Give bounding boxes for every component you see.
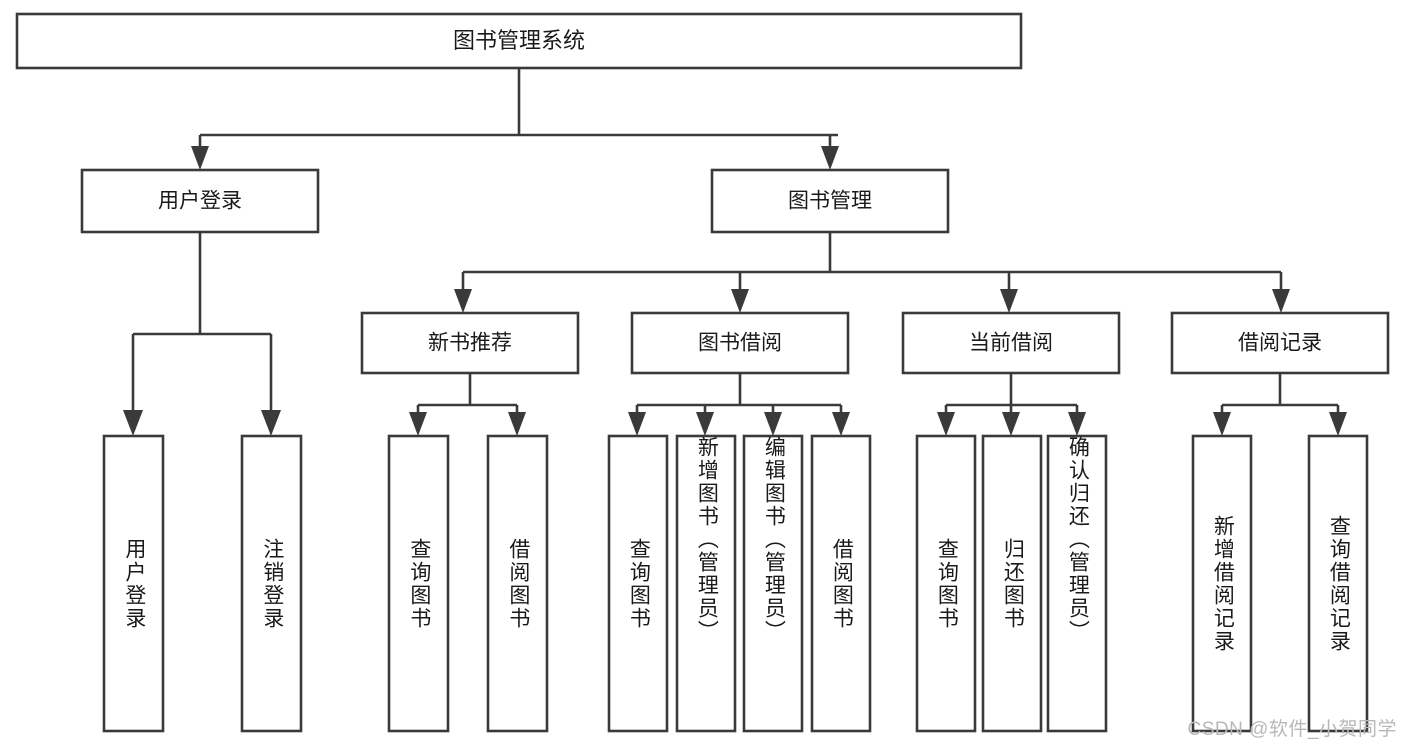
leaf-node-return-book[interactable]: [981, 434, 1043, 733]
leaf-node-borrow-book-recommend[interactable]: [486, 434, 549, 733]
leaf-node-query-book-borrow[interactable]: [607, 434, 669, 733]
connector-root-to-level2: [191, 68, 839, 170]
node-book-management[interactable]: 图书管理: [710, 168, 950, 234]
node-book-borrow[interactable]: 图书借阅: [630, 311, 850, 375]
node-user-login[interactable]: 用户登录: [80, 168, 320, 234]
leaf-node-confirm-return-admin[interactable]: [1046, 434, 1108, 733]
node-book-borrow-label: 图书借阅: [698, 332, 782, 355]
node-borrow-record[interactable]: 借阅记录: [1170, 311, 1390, 375]
leaf-node-borrow-book[interactable]: [810, 434, 872, 733]
node-root-system-label: 图书管理系统: [453, 28, 585, 53]
leaf-node-query-book-recommend[interactable]: [387, 434, 450, 733]
node-new-book-recommend-label: 新书推荐: [428, 332, 512, 355]
node-current-borrow-label: 当前借阅: [969, 332, 1053, 355]
leaf-node-edit-book-admin[interactable]: [742, 434, 804, 733]
node-borrow-record-label: 借阅记录: [1238, 332, 1322, 355]
connector-bookmgmt-to-level3: [454, 232, 1290, 313]
leaf-node-add-book-admin[interactable]: [675, 434, 737, 733]
leaf-node-add-borrow-record[interactable]: [1191, 434, 1253, 733]
node-new-book-recommend[interactable]: 新书推荐: [360, 311, 580, 375]
connector-currentborrow-to-leaves: [937, 373, 1086, 436]
leaf-node-logout[interactable]: [240, 434, 303, 733]
connector-newbook-to-leaves: [409, 373, 526, 436]
node-root-system[interactable]: 图书管理系统: [15, 12, 1023, 70]
node-user-login-label: 用户登录: [158, 190, 242, 213]
leaf-node-user-login[interactable]: [102, 434, 165, 733]
node-current-borrow[interactable]: 当前借阅: [901, 311, 1121, 375]
leaf-node-query-borrow-record[interactable]: [1307, 434, 1369, 733]
leaf-node-query-book-current[interactable]: [915, 434, 977, 733]
node-book-management-label: 图书管理: [788, 190, 872, 213]
connector-borrowrecord-to-leaves: [1213, 373, 1347, 436]
connector-userlogin-to-leaves: [123, 232, 281, 436]
csdn-watermark: CSDN @软件_小贺同学: [1187, 719, 1397, 740]
connector-bookborrow-to-leaves: [628, 373, 850, 436]
